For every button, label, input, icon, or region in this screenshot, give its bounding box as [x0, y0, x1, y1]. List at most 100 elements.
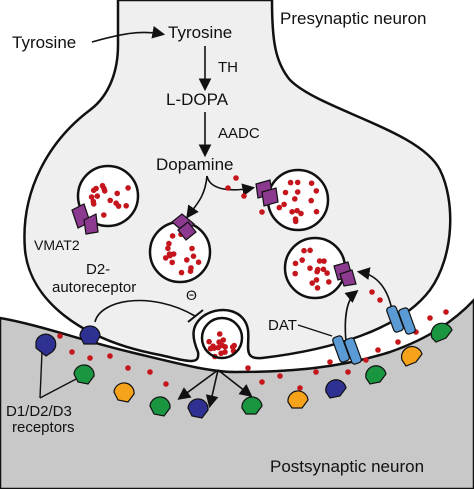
receptor-blue-1 — [35, 333, 57, 357]
inhibition-symbol: Θ — [186, 287, 197, 303]
dopamine-dot — [294, 189, 301, 195]
vmat2-transporter-2 — [171, 213, 197, 241]
dopamine-dot — [114, 190, 120, 197]
d2-autoreceptor-label-2: autoreceptor — [52, 279, 136, 296]
dopamine-dot — [87, 355, 93, 361]
release-arrow-3 — [217, 369, 253, 397]
dopamine-dot — [395, 339, 401, 345]
presynaptic-label: Presynaptic neuron — [280, 9, 426, 28]
dopamine-dot — [298, 210, 304, 217]
dopamine-dot — [259, 379, 265, 385]
dopamine-dot — [294, 179, 301, 186]
dopamine-dot — [215, 344, 221, 351]
dopamine-dot — [107, 197, 113, 204]
dat-transporter-1 — [332, 335, 362, 365]
dopamine-dot — [345, 369, 351, 375]
dopamine-branch-right-arrow — [206, 175, 256, 197]
dopamine-dot — [166, 251, 173, 257]
dopamine-dot — [69, 349, 75, 355]
dopamine-dot — [320, 266, 327, 273]
dopamine-dot — [307, 247, 313, 254]
aadc-label: AADC — [218, 125, 260, 142]
receptor-orange-3 — [400, 345, 423, 367]
dopamine-dot — [313, 369, 319, 375]
dopamine-dot — [443, 309, 449, 315]
dopamine-dot — [211, 345, 217, 352]
dat-pointer — [297, 324, 333, 337]
dopamine-dot — [297, 385, 303, 391]
dopamine-dot — [377, 297, 383, 303]
dopamine-dot — [308, 197, 315, 204]
vmat2-label: VMAT2 — [34, 237, 80, 253]
dopamine-dot — [206, 338, 212, 345]
receptor-green-2 — [149, 396, 171, 417]
d2-autoreceptor — [79, 325, 101, 345]
receptor-orange-1 — [113, 382, 135, 403]
dopamine-dot — [245, 365, 251, 371]
d2-inhibition-line — [94, 299, 196, 323]
receptor-green-5 — [430, 322, 453, 343]
dat-label: DAT — [268, 317, 297, 334]
dopamine-dot — [195, 259, 202, 266]
dopamine-dot — [99, 182, 106, 189]
dopamine-dot — [301, 247, 307, 254]
dopamine-dot — [294, 207, 300, 214]
dopamine-dot — [287, 179, 294, 186]
vmat2-transporter-4 — [333, 261, 357, 287]
dopamine-dot — [292, 260, 299, 267]
dopamine-dot — [125, 185, 131, 191]
receptor-blue-3 — [325, 379, 347, 399]
dat-reuptake-arrow-1 — [344, 289, 359, 343]
dopamine-dot — [326, 279, 332, 285]
dopamine-dot — [277, 373, 283, 379]
dopamine-dot — [125, 365, 131, 371]
dopamine-dot — [222, 349, 228, 355]
dopamine-dot — [324, 270, 330, 276]
dopamine-dot — [88, 194, 95, 200]
dopamine-dot — [216, 339, 222, 345]
dopamine-dot — [289, 209, 295, 215]
dat-transporter-2 — [386, 305, 416, 335]
th-label: TH — [218, 59, 238, 76]
dopamine-dot — [222, 344, 228, 350]
dopamine-dot — [163, 381, 169, 387]
dopamine-dot — [308, 180, 315, 186]
dopamine-branch-left-arrow — [186, 175, 208, 219]
dopamine-dot — [229, 344, 236, 350]
receptor-blue-2 — [187, 398, 209, 419]
dopamine-dot — [94, 193, 101, 199]
dopamine-dot — [313, 188, 320, 194]
dopamine-dot — [276, 204, 283, 211]
dat-reuptake-arrow-2 — [356, 267, 393, 311]
dopamine-dot — [107, 353, 113, 359]
dopamine-dot — [363, 357, 369, 363]
dopamine-dot — [282, 189, 289, 196]
dopamine-dot — [101, 212, 107, 218]
dopamine-dot — [115, 203, 122, 209]
dopamine-dot — [123, 203, 129, 209]
tyrosine-inside-label: Tyrosine — [168, 23, 232, 42]
receptor-green-3 — [241, 396, 263, 415]
dopamine-dot — [184, 257, 190, 263]
dopamine-dot — [281, 201, 287, 208]
dopamine-dot — [314, 285, 321, 291]
vmat2-transporter-1 — [71, 203, 99, 235]
dopamine-dot — [292, 270, 299, 277]
dopamine-dot — [169, 233, 176, 239]
dopamine-dot — [169, 259, 175, 266]
receptor-green-1 — [73, 364, 95, 385]
inhibition-bar — [187, 309, 204, 323]
receptors-label-2: receptors — [12, 419, 75, 436]
dopamine-dot — [427, 315, 433, 321]
dopamine-dot — [241, 193, 247, 199]
dopamine-dot — [369, 289, 375, 295]
dopamine-dot — [90, 201, 97, 207]
receptor-pointer-1 — [39, 351, 43, 399]
dopamine-dot — [170, 251, 177, 257]
receptor-orange-2 — [287, 390, 309, 409]
dopamine-dot — [225, 185, 231, 191]
dopamine-dot — [299, 257, 306, 263]
dopamine-dot — [162, 255, 169, 261]
dopamine-dot — [375, 347, 381, 353]
